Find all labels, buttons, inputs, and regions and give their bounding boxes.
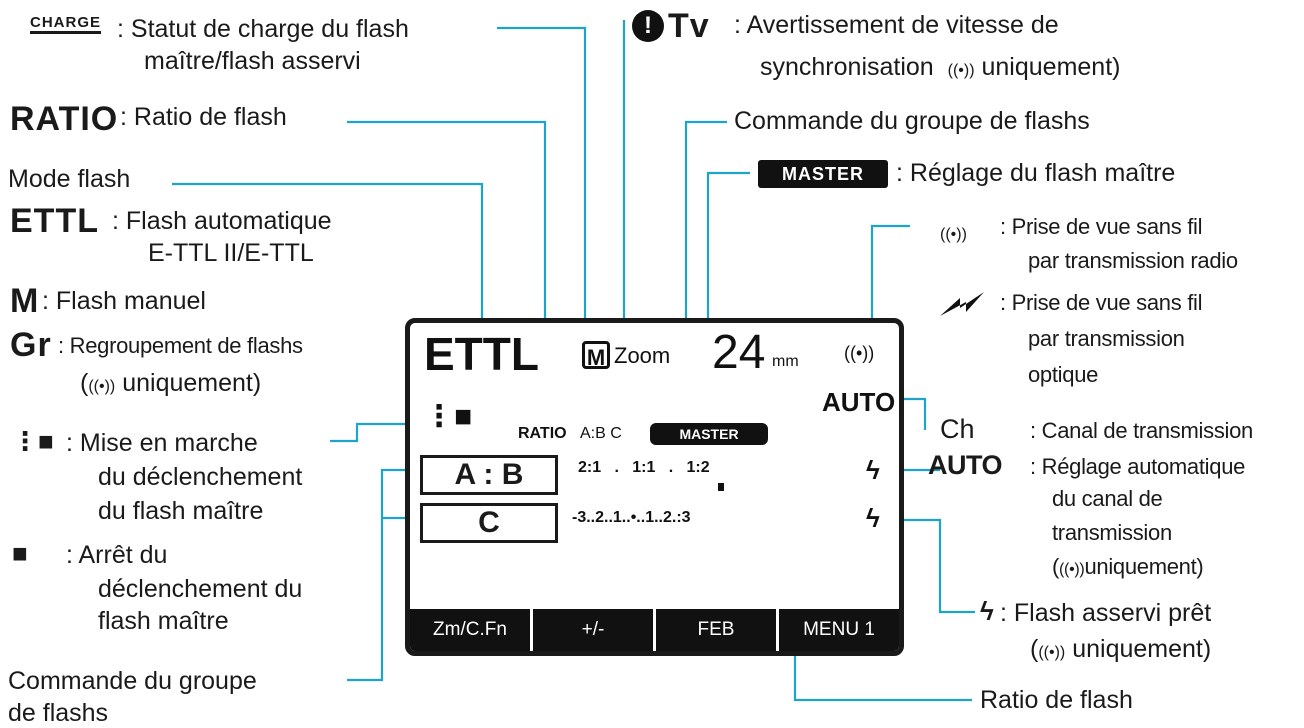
lcd-ec-scale: -3..2..1..•..1..2.:3 xyxy=(572,509,691,526)
leader-charge xyxy=(497,26,587,318)
ratio-bottom: Ratio de flash xyxy=(980,686,1133,714)
ratio-text: : Ratio de flash xyxy=(120,103,287,131)
master-on-text-2: du déclenchement xyxy=(98,463,303,491)
charge-symbol: CHARGE xyxy=(30,15,102,34)
lcd-auto: AUTO xyxy=(822,387,896,417)
lcd-master-badge: MASTER xyxy=(650,423,768,445)
group-cmd-left-1: Commande du groupe xyxy=(8,667,257,695)
tv-symbol: Tv xyxy=(668,7,710,45)
leader-mode xyxy=(172,182,484,318)
lcd-slave-ready-icon: ϟ xyxy=(866,455,880,485)
leader-auto xyxy=(903,397,927,430)
gr-text-2: (((•)) uniquement) xyxy=(80,369,262,397)
tv-text-2: synchronisation ((•)) uniquement) xyxy=(760,53,1121,81)
slave-ready-text-2: (((•)) uniquement) xyxy=(1030,635,1212,663)
radio-text-1: : Prise de vue sans fil xyxy=(1000,214,1203,239)
m-text: : Flash manuel xyxy=(42,287,206,315)
master-on-text-1: : Mise en marche xyxy=(66,429,258,457)
lcd-panel: ETTL M Zoom 24 mm ((•)) AUTO ⋮■ RATIO A:… xyxy=(405,318,904,656)
lcd-group-c: C xyxy=(420,503,558,543)
radio-wave-icon: ((•)) xyxy=(88,378,116,395)
lcd-ratio-scale: 2:1 . 1:1 . 1:2 xyxy=(578,459,710,476)
slave-ready-text-1: : Flash asservi prêt xyxy=(1000,599,1212,627)
lcd-m-indicator: M xyxy=(582,341,610,370)
master-symbol: MASTER xyxy=(758,160,888,188)
lcd-group-ab: A : B xyxy=(420,455,558,495)
radio-wave-icon: ((•)) xyxy=(1059,561,1085,578)
auto-text-3: transmission xyxy=(1052,520,1172,545)
leader-group-left xyxy=(347,468,420,682)
lcd-zoom: Zoom xyxy=(614,343,671,368)
lcd-radio-icon: ((•)) xyxy=(844,343,875,363)
master-on-icon: ⋮■ xyxy=(12,426,54,456)
lcd-master-icon: ⋮■ xyxy=(424,400,473,433)
mode-flash-label: Mode flash xyxy=(8,165,131,193)
softkey-menu[interactable]: MENU 1 xyxy=(776,609,899,651)
slave-ready-icon: ϟ xyxy=(980,596,994,626)
leader-slave xyxy=(900,518,975,614)
leader-radio xyxy=(870,224,910,335)
radio-icon: ((•)) xyxy=(940,226,967,243)
ettl-text-2: E-TTL II/E-TTL xyxy=(148,239,314,267)
lcd-ratio: RATIO xyxy=(518,425,567,442)
optical-text-3: optique xyxy=(1028,362,1099,387)
radio-text-2: par transmission radio xyxy=(1028,248,1238,273)
master-on-text-3: du flash maître xyxy=(98,497,264,525)
charge-text-1: : Statut de charge du flash xyxy=(117,15,409,43)
optical-icon xyxy=(940,292,984,316)
ratio-symbol: RATIO xyxy=(10,100,119,138)
master-off-icon: ■ xyxy=(12,538,28,568)
lcd-softkeys: Zm/C.Fn +/- FEB MENU 1 xyxy=(410,609,899,651)
leader-ratio xyxy=(347,120,547,410)
ch-text: : Canal de transmission xyxy=(1030,418,1253,443)
softkey-zm-cfn[interactable]: Zm/C.Fn xyxy=(433,619,507,640)
softkey-exposure[interactable]: +/- xyxy=(530,609,653,651)
softkey-feb[interactable]: FEB xyxy=(653,609,776,651)
optical-text-2: par transmission xyxy=(1028,326,1185,351)
m-symbol: M xyxy=(10,282,40,320)
radio-wave-icon: ((•)) xyxy=(1038,644,1066,661)
master-off-text-1: : Arrêt du xyxy=(66,541,168,569)
auto-text-4: (((•))uniquement) xyxy=(1052,554,1204,579)
lcd-ratio-marker xyxy=(718,483,724,491)
warning-icon: ! xyxy=(632,10,664,42)
master-off-text-2: déclenchement du xyxy=(98,575,303,603)
lcd-focal-unit: mm xyxy=(772,353,799,370)
leader-group-top xyxy=(684,120,727,410)
master-off-text-3: flash maître xyxy=(98,607,229,635)
leader-master-on xyxy=(330,422,405,443)
auto-text-1: : Réglage automatique xyxy=(1030,454,1246,479)
tv-text-1: : Avertissement de vitesse de xyxy=(734,11,1059,39)
master-text: : Réglage du flash maître xyxy=(896,159,1176,187)
group-cmd-left-2: de flashs xyxy=(8,699,109,727)
gr-symbol: Gr xyxy=(10,326,52,364)
radio-wave-icon: ((•)) xyxy=(947,62,975,79)
lcd-mode: ETTL xyxy=(424,328,539,380)
auto-symbol: AUTO xyxy=(928,450,1003,480)
lcd-groups: A:B C xyxy=(580,425,622,442)
ch-symbol: Ch xyxy=(940,414,975,444)
auto-text-2: du canal de xyxy=(1052,486,1163,511)
gr-text-1: : Regroupement de flashs xyxy=(58,333,303,358)
ettl-symbol: ETTL xyxy=(10,202,99,240)
charge-text-2: maître/flash asservi xyxy=(144,47,361,75)
lcd-slave-ready-icon: ϟ xyxy=(866,503,880,533)
lcd-focal-value: 24 xyxy=(712,326,766,379)
ettl-text-1: : Flash automatique xyxy=(112,207,332,235)
group-cmd-top: Commande du groupe de flashs xyxy=(734,107,1090,135)
optical-text-1: : Prise de vue sans fil xyxy=(1000,290,1203,315)
